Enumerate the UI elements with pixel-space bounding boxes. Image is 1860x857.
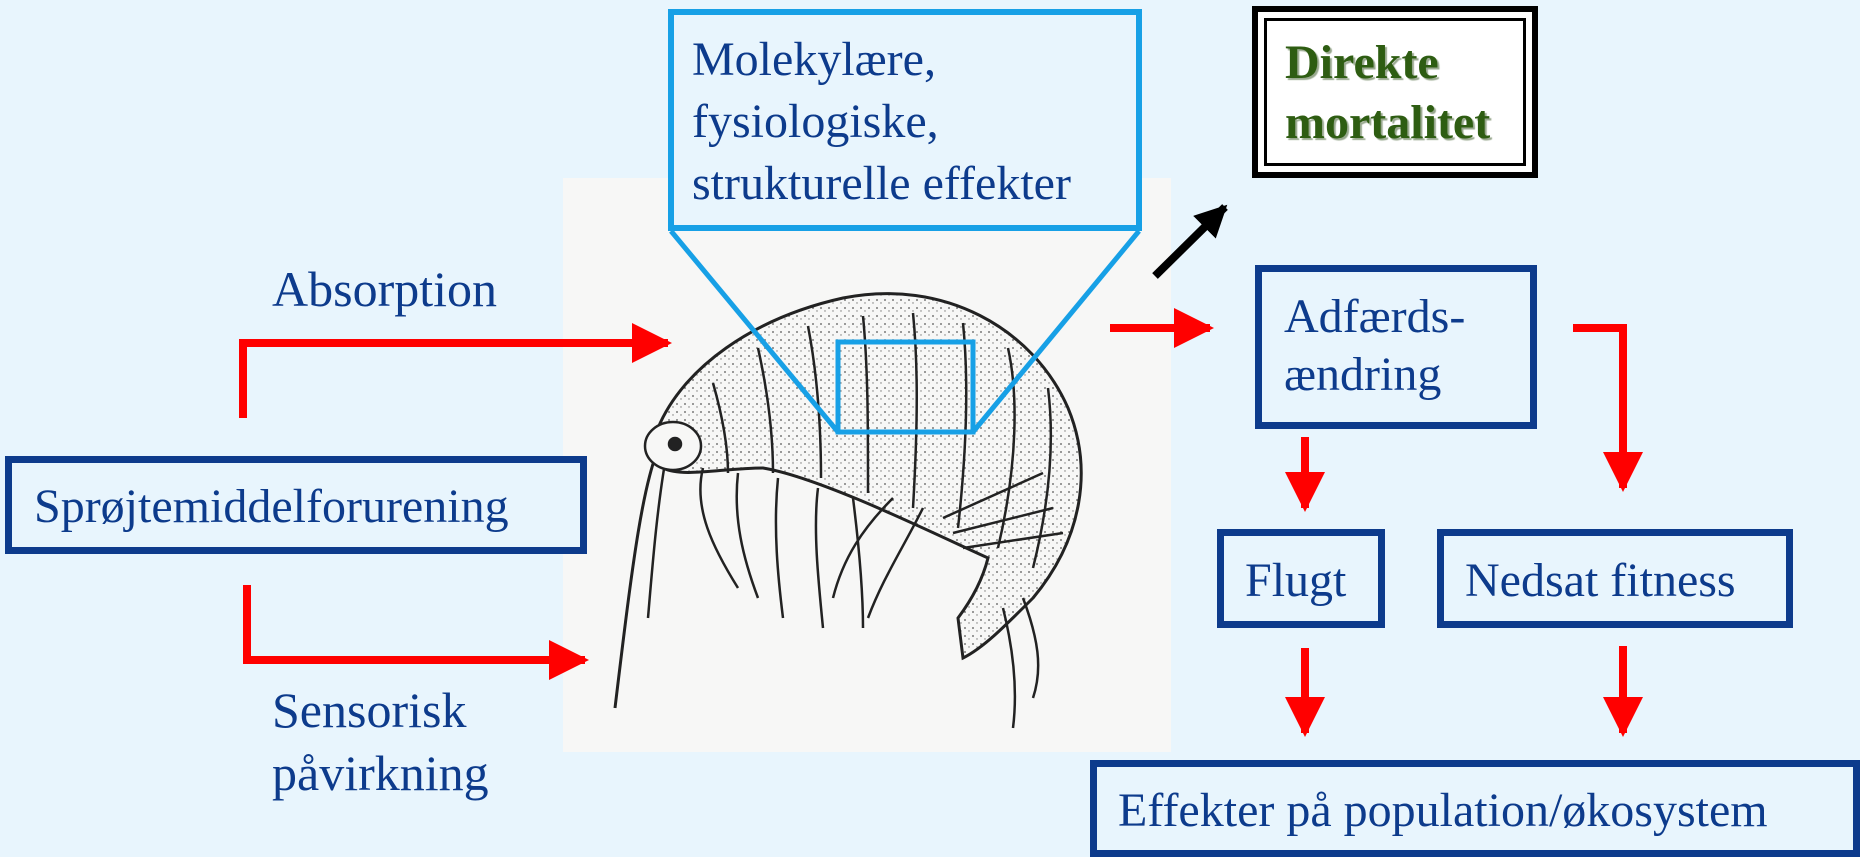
molecular-effects-line3: strukturelle effekter [692,153,1118,215]
zoom-connector-lines [671,231,1139,432]
fitness-arrow [1573,328,1623,488]
reduced-fitness-label: Nedsat fitness [1465,554,1736,607]
population-effects-box: Effekter på population/økosystem [1090,760,1860,857]
sensory-label-line1: Sensorisk [272,679,466,741]
molecular-effects-box: Molekylære, fysiologiske, strukturelle e… [668,9,1142,231]
mortality-arrow [1155,207,1225,276]
pesticide-pollution-label: Sprøjtemiddelforurening [34,480,509,533]
absorption-label: Absorption [272,258,497,320]
sensory-label-line2: påvirkning [272,742,489,804]
direct-mortality-line1: Direkte [1285,33,1507,93]
behavior-change-line1: Adfærds- [1284,288,1530,346]
behavior-change-box: Adfærds- ændring [1255,265,1537,429]
sensory-arrow [247,585,585,660]
absorption-arrow [243,343,668,418]
reduced-fitness-box: Nedsat fitness [1437,529,1793,628]
direct-mortality-line2: mortalitet [1285,93,1507,153]
direct-mortality-box: Direkte mortalitet [1252,6,1538,178]
population-effects-label: Effekter på population/økosystem [1118,784,1768,837]
behavior-change-line2: ændring [1284,346,1530,404]
molecular-effects-line1: Molekylære, [692,29,1118,91]
escape-box: Flugt [1217,529,1385,628]
pesticide-pollution-box: Sprøjtemiddelforurening [5,456,587,554]
molecular-effects-line2: fysiologiske, [692,91,1118,153]
escape-label: Flugt [1245,554,1346,607]
